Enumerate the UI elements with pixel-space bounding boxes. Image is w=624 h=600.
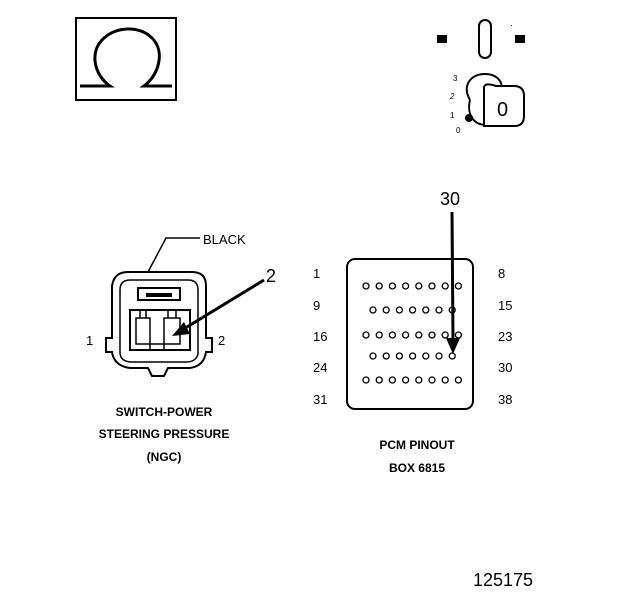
pcm-row-label-right-3: 23 [498, 329, 512, 344]
pcm-pin-18 [388, 331, 397, 339]
pcm-pin-7 [441, 282, 449, 290]
ignition-switch-icon: · 0 3 2 1 0 [437, 19, 525, 135]
pcm-pin-23 [454, 331, 463, 339]
key-position-0: 0 [456, 126, 461, 135]
pcm-connector-body [346, 258, 474, 410]
connector-caption-line-1: SWITCH-POWER [116, 405, 213, 419]
connector-caption-line-2: STEERING PRESSURE [99, 427, 230, 441]
pcm-row-label-left-2: 9 [313, 298, 320, 313]
pcm-callout-pin: 30 [440, 189, 460, 209]
pcm-caption-line-2: BOX 6815 [389, 461, 445, 475]
pcm-pin-33 [388, 376, 397, 384]
pcm-pin-17 [375, 331, 383, 339]
connector-pin-2-label: 2 [218, 333, 225, 348]
pcm-pin-28 [422, 352, 430, 360]
pcm-pin-25 [382, 352, 390, 360]
pcm-pin-20 [415, 331, 423, 339]
omega-icon [80, 27, 172, 88]
pcm-pin-5 [415, 282, 423, 290]
pcm-pin-6 [428, 282, 436, 290]
connector-pin-1-label: 1 [86, 333, 93, 348]
pcm-pin-36 [428, 376, 436, 384]
pcm-pin-29 [435, 352, 443, 360]
figure-number: 125175 [473, 570, 533, 590]
pcm-row-label-right-2: 15 [498, 298, 512, 313]
pcm-row-label-left-1: 1 [313, 266, 320, 281]
pcm-pin-11 [395, 306, 404, 314]
pcm-pin-38 [454, 376, 463, 384]
pcm-pin-31 [362, 376, 370, 384]
pcm-pin-34 [401, 376, 410, 384]
pcm-pin-35 [415, 376, 423, 384]
pcm-row-label-left-5: 31 [313, 392, 327, 407]
key-label: 0 [497, 99, 508, 121]
pcm-pin-19 [401, 331, 410, 339]
key-position-2: 2 [449, 92, 455, 101]
pcm-pin-13 [422, 306, 430, 314]
pcm-pin-2 [375, 282, 383, 290]
power-steering-switch-connector: BLACK 1 2 2 SWITCH-POWER STEERING PRESSU… [86, 232, 276, 464]
pcm-pin-9 [369, 306, 377, 314]
pcm-pin-1 [362, 282, 370, 290]
pcm-pin-24 [369, 352, 377, 360]
pcm-pin-26 [395, 352, 404, 360]
key-position-3: 3 [453, 74, 458, 83]
pcm-row-label-right-1: 8 [498, 266, 505, 281]
pcm-row-label-left-4: 24 [313, 360, 327, 375]
svg-text:·: · [510, 20, 513, 30]
pcm-row-label-right-4: 30 [498, 360, 512, 375]
pcm-pin-37 [441, 376, 449, 384]
pcm-pin-14 [435, 306, 443, 314]
key-icon [483, 83, 525, 127]
pcm-pin-16 [362, 331, 370, 339]
pcm-pin-10 [382, 306, 390, 314]
pcm-pin-12 [408, 306, 417, 314]
pcm-row-label-right-5: 38 [498, 392, 512, 407]
pcm-pinout: 1 9 16 24 31 8 15 23 30 38 30 PCM PINOUT… [313, 189, 512, 475]
pcm-pin-30 [448, 352, 456, 360]
ohmmeter-symbol: Ω [75, 17, 177, 101]
pcm-caption-line-1: PCM PINOUT [379, 438, 455, 452]
pcm-pin-8 [454, 282, 463, 290]
pcm-pin-22 [441, 331, 449, 339]
connector-callout-pin: 2 [266, 266, 276, 286]
pcm-pin-3 [388, 282, 397, 290]
pcm-pin-21 [428, 331, 436, 339]
pcm-pin-4 [401, 282, 410, 290]
key-position-1: 1 [450, 111, 455, 120]
pcm-pin-27 [408, 352, 417, 360]
pcm-row-label-left-3: 16 [313, 329, 327, 344]
connector-caption-line-3: (NGC) [147, 450, 182, 464]
wire-color-label: BLACK [203, 232, 246, 247]
pcm-pin-32 [375, 376, 383, 384]
pcm-pin-grid [362, 282, 463, 384]
